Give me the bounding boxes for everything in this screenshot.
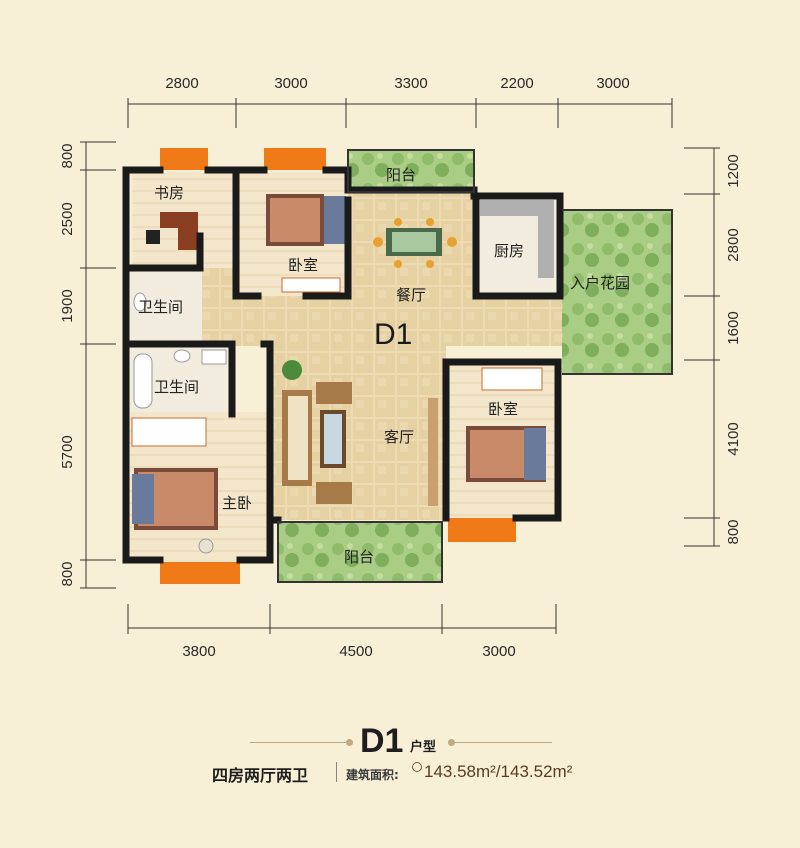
plan-label: D1 — [374, 318, 412, 351]
dim-bottom-1: 3800 — [182, 643, 215, 660]
balcony-south-floor — [278, 522, 442, 582]
dim-top-2: 3000 — [274, 75, 307, 92]
title-rule-dot-right — [448, 739, 455, 746]
room-label-kitchen: 厨房 — [494, 242, 524, 260]
footer-separator — [336, 762, 337, 782]
floor-plan: 2800 3000 3300 2200 3000 3800 4500 3000 … — [59, 75, 742, 660]
dim-bottom-2: 4500 — [339, 643, 372, 660]
room-label-bath-2: 卫生间 — [154, 378, 199, 396]
unit-type-code: D1 — [360, 722, 404, 760]
room-label-study: 书房 — [154, 184, 184, 202]
dim-top-1: 2800 — [165, 75, 198, 92]
dim-bottom-3: 3000 — [482, 643, 515, 660]
title-rule-left — [250, 742, 350, 743]
title-rule-dot-left — [346, 739, 353, 746]
thin-walls — [277, 149, 673, 583]
dim-left-3: 1900 — [59, 289, 76, 322]
windows — [160, 148, 516, 584]
room-label-bedroom-east: 卧室 — [488, 400, 518, 418]
dim-right-2: 2800 — [725, 228, 742, 261]
room-label-bedroom-north: 卧室 — [288, 256, 318, 274]
area-value: 143.58m²/143.52m² — [424, 762, 573, 781]
footer: D1 户型 四房两厅两卫 建筑面积: 143.58m²/143.52m² — [0, 710, 800, 840]
room-label-master-bedroom: 主卧 — [222, 494, 252, 512]
room-label-entry-garden: 入户花园 — [570, 274, 630, 292]
dim-top-5: 3000 — [596, 75, 629, 92]
balcony-north-floor — [348, 150, 474, 192]
room-label-bath-1: 卫生间 — [138, 298, 183, 316]
dim-right-1: 1200 — [725, 154, 742, 187]
garden-floor — [562, 210, 672, 374]
dim-left-5: 800 — [59, 561, 76, 586]
dimension-lines — [80, 98, 720, 634]
unit-type-suffix: 户型 — [410, 740, 437, 755]
furniture — [131, 194, 554, 554]
dim-left-4: 5700 — [59, 435, 76, 468]
dim-left-1: 800 — [59, 143, 76, 168]
unit-layout: 四房两厅两卫 — [212, 766, 309, 785]
dim-right-3: 1600 — [725, 311, 742, 344]
room-label-balcony-north: 阳台 — [386, 166, 416, 184]
dim-top-3: 3300 — [394, 75, 427, 92]
dim-left-2: 2500 — [59, 202, 76, 235]
room-label-dining: 餐厅 — [396, 286, 426, 304]
dim-top-4: 2200 — [500, 75, 533, 92]
room-label-balcony-south: 阳台 — [344, 548, 374, 566]
room-label-living: 客厅 — [384, 428, 414, 446]
area-label: 建筑面积: — [346, 768, 399, 782]
dim-right-4: 4100 — [725, 422, 742, 455]
title-rule-right — [452, 742, 552, 743]
area-mark-icon — [412, 762, 422, 772]
dim-right-5: 800 — [725, 519, 742, 544]
